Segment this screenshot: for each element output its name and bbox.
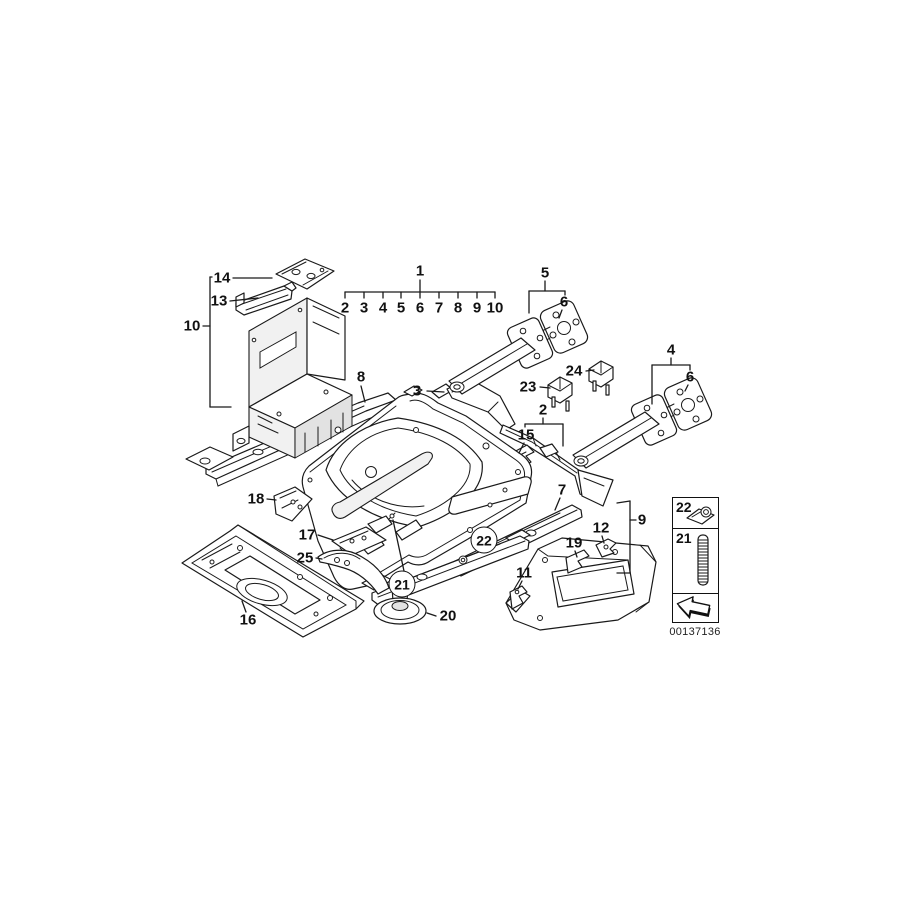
callout-14-3: 3 bbox=[412, 382, 422, 400]
callout-20-23: 23 bbox=[519, 378, 537, 396]
callout-8-9: 9 bbox=[472, 299, 482, 317]
leader-lines bbox=[202, 276, 691, 617]
callout-4-5: 5 bbox=[396, 299, 406, 317]
clip-12-art bbox=[595, 538, 617, 558]
arm-25-art bbox=[317, 549, 390, 595]
callout-29-12: 12 bbox=[592, 519, 610, 537]
callout-24-17: 17 bbox=[298, 526, 316, 544]
callout-2-3: 3 bbox=[359, 299, 369, 317]
callout-33-22: 22 bbox=[470, 526, 498, 554]
callout-31-11: 11 bbox=[516, 564, 532, 582]
callout-16-6: 6 bbox=[559, 293, 569, 311]
side-panel-9-art bbox=[505, 537, 657, 631]
callout-0-1: 1 bbox=[415, 262, 425, 280]
callout-6-7: 7 bbox=[434, 299, 444, 317]
mount-plate-14-art bbox=[275, 258, 335, 290]
callout-9-10: 10 bbox=[486, 299, 504, 317]
callout-34-21: 21 bbox=[388, 570, 416, 598]
callout-13-8: 8 bbox=[356, 368, 366, 386]
rail-2-art bbox=[499, 424, 614, 507]
callout-3-4: 4 bbox=[378, 299, 388, 317]
legend-row-stud: 21 bbox=[673, 529, 718, 594]
clip-19-art bbox=[565, 549, 590, 574]
clip-24-art bbox=[588, 360, 614, 396]
battery-tray-10-art bbox=[232, 297, 353, 459]
direction-arrow-icon bbox=[676, 596, 711, 620]
crash-can-5-art bbox=[448, 300, 589, 395]
callout-10-14: 14 bbox=[213, 269, 231, 287]
legend-label-21: 21 bbox=[676, 530, 692, 546]
callout-21-2: 2 bbox=[538, 401, 548, 419]
callout-19-24: 24 bbox=[565, 362, 583, 380]
threaded-stud-icon bbox=[697, 534, 709, 586]
bracket-13-art bbox=[235, 281, 297, 316]
callout-32-20: 20 bbox=[439, 607, 457, 625]
callout-30-19: 19 bbox=[565, 534, 583, 552]
callout-28-9: 9 bbox=[637, 511, 647, 529]
callout-11-13: 13 bbox=[210, 292, 228, 310]
callout-25-25: 25 bbox=[296, 549, 314, 567]
diagram-number: 00137136 bbox=[669, 626, 721, 638]
callout-15-5: 5 bbox=[540, 264, 550, 282]
clip-nut-icon bbox=[686, 506, 715, 525]
clip-23-art bbox=[547, 376, 573, 412]
floor-panel-16-art bbox=[181, 524, 365, 638]
callout-1-2: 2 bbox=[340, 299, 350, 317]
callout-12-10: 10 bbox=[183, 317, 201, 335]
clip-11-art bbox=[509, 585, 528, 610]
callout-17-4: 4 bbox=[666, 341, 676, 359]
callout-22-15: 15 bbox=[517, 426, 535, 444]
legend-label-22: 22 bbox=[676, 499, 692, 515]
callout-26-16: 16 bbox=[239, 611, 257, 629]
callout-27-7: 7 bbox=[557, 481, 567, 499]
callout-23-18: 18 bbox=[247, 490, 265, 508]
callout-7-8: 8 bbox=[453, 299, 463, 317]
callout-5-6: 6 bbox=[415, 299, 425, 317]
bracket-18-art bbox=[273, 486, 313, 522]
legend-row-arrow bbox=[673, 594, 718, 622]
crash-can-4-art bbox=[572, 377, 713, 469]
legend-box: 22 21 bbox=[672, 497, 719, 623]
callout-18-6: 6 bbox=[685, 368, 695, 386]
legend-row-nut: 22 bbox=[673, 498, 718, 529]
